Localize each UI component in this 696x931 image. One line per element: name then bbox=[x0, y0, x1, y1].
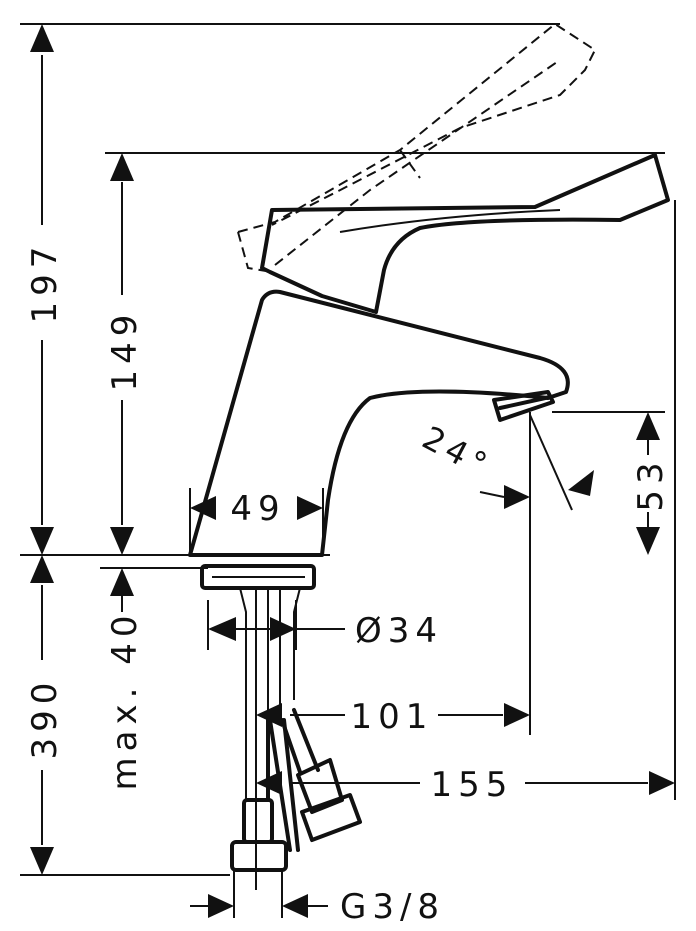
mounting-assembly bbox=[200, 564, 362, 890]
dimension-diameter-34: Ø34 bbox=[208, 611, 443, 651]
label-max-40: max. 40 bbox=[105, 610, 145, 791]
lever-handle-raised bbox=[237, 22, 597, 273]
label-390: 390 bbox=[25, 677, 65, 760]
label-angle-24: 24° bbox=[416, 419, 497, 486]
label-49: 49 bbox=[230, 489, 285, 529]
label-diameter-34: Ø34 bbox=[355, 611, 443, 651]
dimension-155: 155 bbox=[256, 765, 675, 805]
dimension-197: 197 bbox=[25, 24, 65, 555]
angle-24: 24° bbox=[416, 419, 594, 509]
label-101: 101 bbox=[351, 697, 434, 737]
label-197: 197 bbox=[25, 241, 65, 324]
dimension-thread-g38: G3/8 bbox=[190, 887, 445, 927]
faucet-body bbox=[188, 289, 570, 557]
dimension-max-40: max. 40 bbox=[105, 568, 145, 790]
dimension-149: 149 bbox=[105, 153, 145, 555]
label-53: 53 bbox=[631, 456, 671, 511]
lever-handle bbox=[260, 153, 670, 314]
label-155: 155 bbox=[431, 765, 514, 805]
dimension-390: 390 bbox=[25, 555, 65, 875]
extension-lines bbox=[20, 23, 676, 918]
dimension-49: 49 bbox=[190, 489, 323, 529]
label-thread-g38: G3/8 bbox=[340, 887, 445, 927]
label-149: 149 bbox=[105, 309, 145, 392]
dimension-101: 101 bbox=[256, 697, 530, 737]
dimension-53: 53 bbox=[631, 412, 671, 555]
